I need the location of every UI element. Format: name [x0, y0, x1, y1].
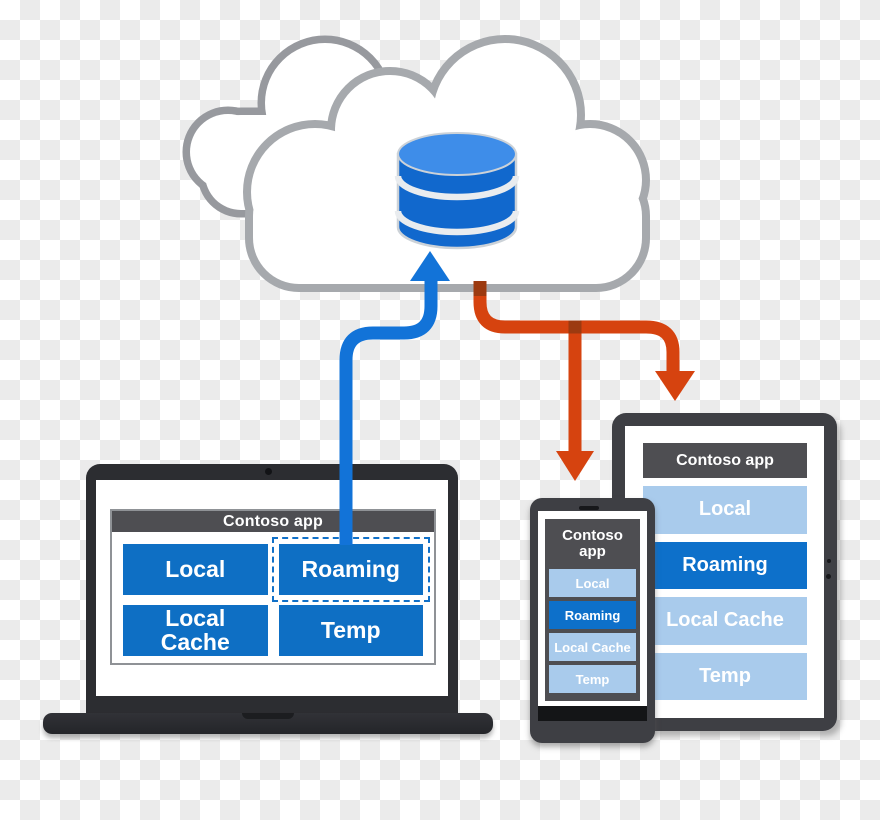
phone-app-window: Contoso app Local Roaming Local Cache Te…	[545, 519, 640, 701]
storage-item-local: Local	[643, 486, 807, 534]
storage-cell-label: Roaming	[278, 544, 423, 595]
laptop-app-title: Contoso app	[112, 511, 434, 532]
storage-cell-local-cache: Local Cache	[123, 605, 268, 656]
storage-item-roaming: Roaming	[643, 541, 807, 589]
laptop-base-notch	[242, 713, 294, 719]
database-icon	[394, 132, 520, 250]
tablet-button-icon	[826, 574, 831, 579]
storage-item-temp: Temp	[643, 652, 807, 700]
selection-marquee	[271, 537, 430, 602]
phone-app-title: Contoso app	[562, 526, 623, 560]
phone-screen: Contoso app Local Roaming Local Cache Te…	[538, 511, 647, 721]
storage-cell-temp: Temp	[278, 605, 423, 656]
phone-speaker-icon	[579, 506, 599, 510]
laptop-storage-grid: Local Roaming Local Cache Temp	[112, 532, 434, 668]
phone-navbar	[538, 706, 647, 721]
storage-cell-roaming: Roaming	[271, 537, 430, 602]
laptop-base	[43, 713, 493, 734]
tablet-app-title: Contoso app	[643, 443, 807, 478]
storage-item-local: Local	[549, 569, 636, 597]
webcam-icon	[265, 468, 272, 475]
storage-item-roaming: Roaming	[549, 601, 636, 629]
storage-item-local-cache: Local Cache	[643, 597, 807, 645]
storage-item-local-cache: Local Cache	[549, 633, 636, 661]
tablet-camera-icon	[827, 559, 831, 563]
phone-device: Contoso app Local Roaming Local Cache Te…	[530, 498, 655, 743]
tablet-screen: Contoso app Local Roaming Local Cache Te…	[625, 426, 824, 718]
storage-cell-label: Local	[123, 544, 268, 595]
storage-item-temp: Temp	[549, 665, 636, 693]
storage-cell-local: Local	[123, 544, 268, 595]
cloud-back-puff-icon	[190, 43, 390, 210]
laptop-app-window: Contoso app Local Roaming Local Cache Te…	[110, 509, 436, 665]
laptop-device: Contoso app Local Roaming Local Cache Te…	[86, 464, 458, 713]
tablet-app-window: Contoso app Local Roaming Local Cache Te…	[643, 443, 807, 700]
storage-cell-label: Local Cache	[123, 605, 268, 656]
cloud-icon	[251, 43, 642, 284]
storage-cell-label: Temp	[278, 605, 423, 656]
laptop-screen: Contoso app Local Roaming Local Cache Te…	[96, 480, 448, 696]
